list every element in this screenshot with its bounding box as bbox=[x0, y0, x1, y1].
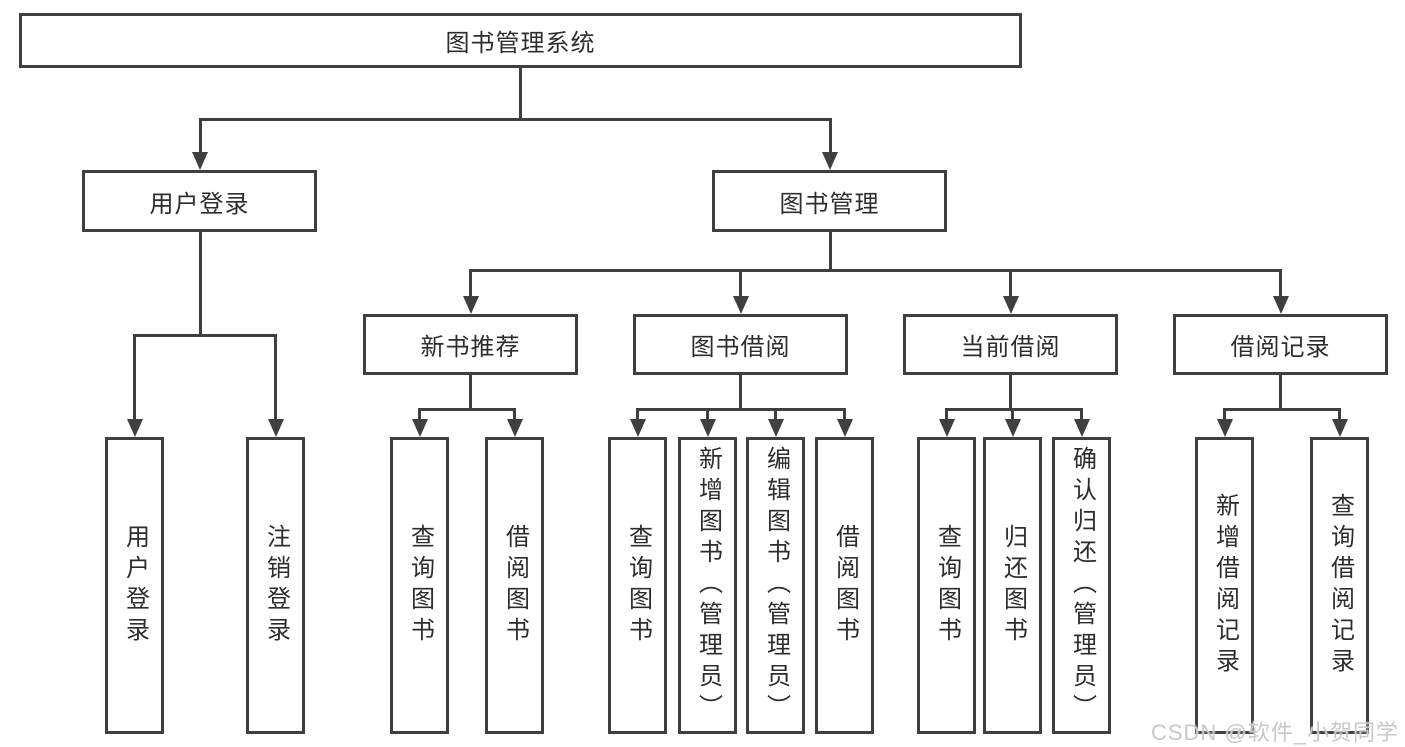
leaf-add-book-admin: 新增图书（管理员） bbox=[678, 437, 737, 734]
arrowhead-down-icon bbox=[629, 419, 646, 437]
connector-line bbox=[1279, 375, 1282, 409]
arrowhead-down-icon bbox=[1002, 296, 1019, 314]
connector-line bbox=[739, 270, 742, 300]
node-label: 新增借阅记录 bbox=[1211, 492, 1239, 679]
arrowhead-down-icon bbox=[822, 152, 838, 170]
node-label: 用户登录 bbox=[149, 190, 250, 218]
node-book-borrow: 图书借阅 bbox=[633, 314, 848, 375]
leaf-query-books-2: 查询图书 bbox=[608, 437, 667, 734]
arrowhead-down-icon bbox=[836, 419, 853, 437]
node-label: 当前借阅 bbox=[960, 334, 1061, 361]
arrowhead-down-icon bbox=[938, 419, 955, 437]
leaf-return-book: 归还图书 bbox=[983, 437, 1042, 734]
node-label: 查询借阅记录 bbox=[1326, 492, 1354, 679]
arrowhead-down-icon bbox=[126, 419, 143, 437]
arrowhead-down-icon bbox=[699, 419, 716, 437]
arrowhead-down-icon bbox=[192, 152, 208, 170]
node-label: 图书管理系统 bbox=[445, 30, 596, 57]
connector-line bbox=[1080, 409, 1083, 423]
connector-line bbox=[469, 270, 472, 300]
connector-line bbox=[828, 232, 832, 270]
node-label: 借阅记录 bbox=[1230, 334, 1331, 361]
node-label: 新增图书（管理员） bbox=[694, 446, 722, 725]
node-label: 查询图书 bbox=[933, 523, 961, 648]
node-label: 查询图书 bbox=[406, 523, 434, 648]
node-label: 查询图书 bbox=[624, 523, 652, 648]
node-label: 用户登录 bbox=[121, 523, 149, 648]
connector-line bbox=[1011, 409, 1014, 423]
connector-line bbox=[133, 333, 277, 337]
arrowhead-down-icon bbox=[506, 419, 523, 437]
connector-line bbox=[945, 407, 1083, 411]
leaf-add-borrow-record: 新增借阅记录 bbox=[1195, 437, 1254, 734]
connector-line bbox=[198, 232, 202, 335]
node-label: 借阅图书 bbox=[831, 523, 859, 648]
connector-line bbox=[133, 335, 136, 423]
connector-line bbox=[518, 68, 522, 119]
connector-line bbox=[739, 375, 742, 409]
connector-line bbox=[469, 268, 1282, 272]
leaf-borrow-books-1: 借阅图书 bbox=[485, 437, 544, 734]
leaf-edit-book-admin: 编辑图书（管理员） bbox=[746, 437, 805, 734]
node-label: 编辑图书（管理员） bbox=[762, 446, 790, 725]
connector-line bbox=[828, 119, 832, 156]
node-book-management: 图书管理 bbox=[712, 170, 947, 232]
leaf-confirm-return-admin: 确认归还（管理员） bbox=[1052, 437, 1111, 734]
node-label: 确认归还（管理员） bbox=[1068, 446, 1096, 725]
node-label: 新书推荐 bbox=[420, 334, 521, 361]
node-label: 归还图书 bbox=[999, 523, 1027, 648]
node-label: 图书借阅 bbox=[690, 334, 791, 361]
node-label: 图书管理 bbox=[779, 190, 880, 218]
node-new-book-recommend: 新书推荐 bbox=[363, 314, 578, 375]
connector-line bbox=[706, 409, 709, 423]
leaf-borrow-books-2: 借阅图书 bbox=[815, 437, 874, 734]
node-borrow-records: 借阅记录 bbox=[1173, 314, 1388, 375]
connector-line bbox=[513, 409, 516, 423]
connector-line bbox=[1279, 270, 1282, 300]
connector-line bbox=[1009, 270, 1012, 300]
connector-line bbox=[469, 375, 472, 409]
connector-line bbox=[843, 409, 846, 423]
node-library-system: 图书管理系统 bbox=[19, 13, 1022, 68]
leaf-query-borrow-record: 查询借阅记录 bbox=[1310, 437, 1369, 734]
arrowhead-down-icon bbox=[732, 296, 749, 314]
connector-line bbox=[274, 335, 277, 423]
node-label: 借阅图书 bbox=[501, 523, 529, 648]
connector-line bbox=[1009, 375, 1012, 409]
arrowhead-down-icon bbox=[267, 419, 284, 437]
connector-line bbox=[198, 119, 202, 156]
connector-line bbox=[636, 409, 639, 423]
connector-line bbox=[1338, 409, 1341, 423]
leaf-query-books-1: 查询图书 bbox=[390, 437, 449, 734]
leaf-query-books-3: 查询图书 bbox=[917, 437, 976, 734]
connector-line bbox=[636, 407, 846, 411]
connector-line bbox=[418, 409, 421, 423]
csdn-watermark: CSDN @软件_小贺同学 bbox=[1150, 720, 1399, 745]
arrowhead-down-icon bbox=[462, 296, 479, 314]
connector-line bbox=[945, 409, 948, 423]
connector-line bbox=[198, 117, 832, 121]
leaf-user-login: 用户登录 bbox=[105, 437, 164, 734]
arrowhead-down-icon bbox=[1331, 419, 1348, 437]
node-user-login: 用户登录 bbox=[82, 170, 317, 232]
connector-line bbox=[774, 409, 777, 423]
arrowhead-down-icon bbox=[411, 419, 428, 437]
connector-line bbox=[1223, 409, 1226, 423]
arrowhead-down-icon bbox=[1073, 419, 1090, 437]
connector-line bbox=[1223, 407, 1341, 411]
node-current-borrow: 当前借阅 bbox=[903, 314, 1118, 375]
arrowhead-down-icon bbox=[767, 419, 784, 437]
arrowhead-down-icon bbox=[1272, 296, 1289, 314]
leaf-logout: 注销登录 bbox=[246, 437, 305, 734]
node-label: 注销登录 bbox=[262, 523, 290, 648]
arrowhead-down-icon bbox=[1004, 419, 1021, 437]
connector-line bbox=[418, 407, 516, 411]
arrowhead-down-icon bbox=[1216, 419, 1233, 437]
